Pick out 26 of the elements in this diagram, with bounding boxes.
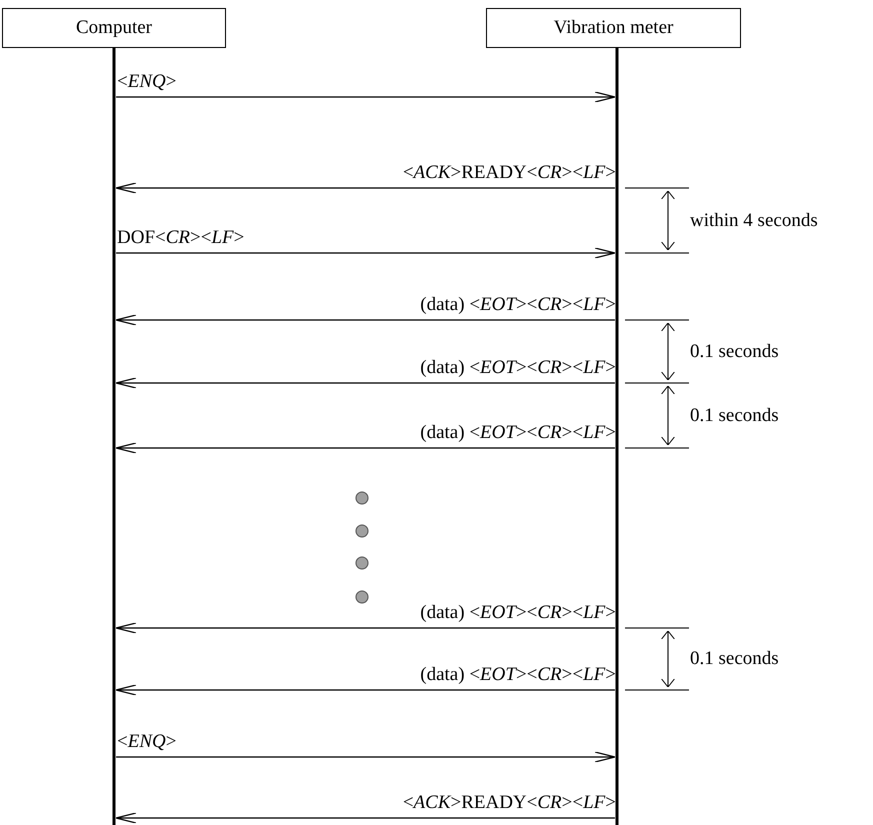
- message-arrow: [115, 377, 615, 389]
- message-label: (data) <EOT><CR><LF>: [420, 357, 616, 379]
- timing-note: 0.1 seconds: [690, 404, 779, 426]
- message-label: DOF<CR><LF>: [117, 227, 244, 249]
- timing-note: 0.1 seconds: [690, 340, 779, 362]
- message-label: (data) <EOT><CR><LF>: [420, 602, 616, 624]
- timing-note: 0.1 seconds: [690, 648, 779, 670]
- message-arrow: [116, 751, 616, 763]
- message-label: (data) <EOT><CR><LF>: [420, 422, 616, 444]
- message-label: (data) <EOT><CR><LF>: [420, 664, 616, 686]
- message-label: (data) <EOT><CR><LF>: [420, 294, 616, 316]
- message-label: <ENQ>: [117, 71, 176, 93]
- message-arrow: [116, 91, 616, 103]
- message-arrow: [115, 684, 615, 696]
- participant-name: Computer: [76, 17, 152, 39]
- participant-name: Vibration meter: [554, 17, 674, 39]
- message-arrow: [115, 442, 615, 454]
- message-arrow: [115, 314, 615, 326]
- message-arrow: [115, 622, 615, 634]
- message-label: <ACK>READY<CR><LF>: [402, 162, 616, 184]
- timing-note: within 4 seconds: [690, 210, 818, 232]
- message-label: <ACK>READY<CR><LF>: [402, 792, 616, 814]
- message-arrow: [115, 812, 615, 824]
- message-label: <ENQ>: [117, 731, 176, 753]
- message-arrow: [115, 182, 615, 194]
- message-arrow: [116, 247, 616, 259]
